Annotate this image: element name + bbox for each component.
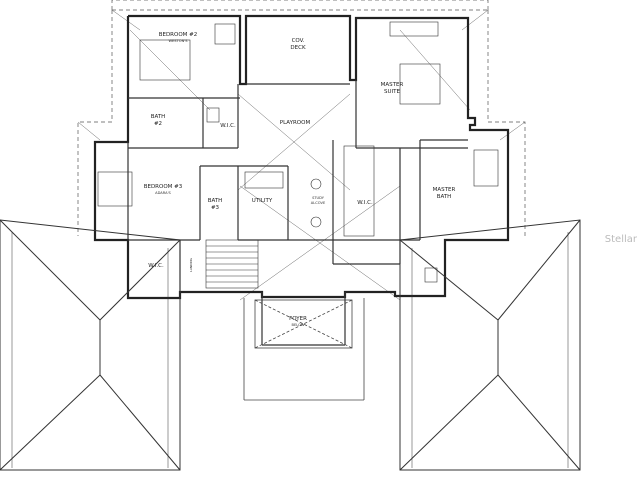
bath-3-number: #3 <box>211 205 220 211</box>
study-label-2: ALCOVE <box>311 201 326 205</box>
wic-small-label: W.I.C. <box>220 123 236 129</box>
master-bath-label-2: BATH <box>437 194 452 200</box>
master-suite-label: MASTER <box>381 82 404 88</box>
staircase <box>205 239 259 289</box>
bath-3-label: BATH <box>208 198 223 204</box>
master-suite-label-2: SUITE <box>384 89 400 95</box>
playroom-label: PLAYROOM <box>280 120 311 126</box>
bedroom-2-sub-label: WESTON'S <box>168 39 188 43</box>
foyer-porch <box>243 298 365 401</box>
bedroom-3-label: BEDROOM #3 <box>144 184 183 190</box>
watermark: Stellar <box>604 234 637 245</box>
bath-2-label: BATH <box>151 114 166 120</box>
utility-label: UTILITY <box>252 198 273 204</box>
covered-deck-label-2: DECK <box>290 45 306 51</box>
landing-label: LANDING <box>189 257 193 271</box>
master-bath-label: MASTER <box>433 187 456 193</box>
roof-dashed-outline <box>77 0 526 236</box>
bedroom-2-label: BEDROOM #2 <box>159 32 198 38</box>
master-wic-label: W.I.C. <box>357 200 373 206</box>
foyer-label: FOYER <box>289 316 307 322</box>
covered-deck-label: COV. <box>292 38 305 44</box>
furniture <box>97 21 499 283</box>
study-label: STUDY <box>312 196 325 200</box>
bath-2-number: #2 <box>154 121 162 127</box>
bedroom-3-sub-label: ADARA'S <box>155 191 171 195</box>
left-garage-roof <box>0 219 181 471</box>
exterior-walls <box>93 14 510 300</box>
right-garage-roof <box>399 219 581 471</box>
left-wic-label: W.I.C. <box>148 263 164 269</box>
foyer-sub-label: BELOW <box>292 323 305 327</box>
roof-hip-lines <box>77 9 526 301</box>
